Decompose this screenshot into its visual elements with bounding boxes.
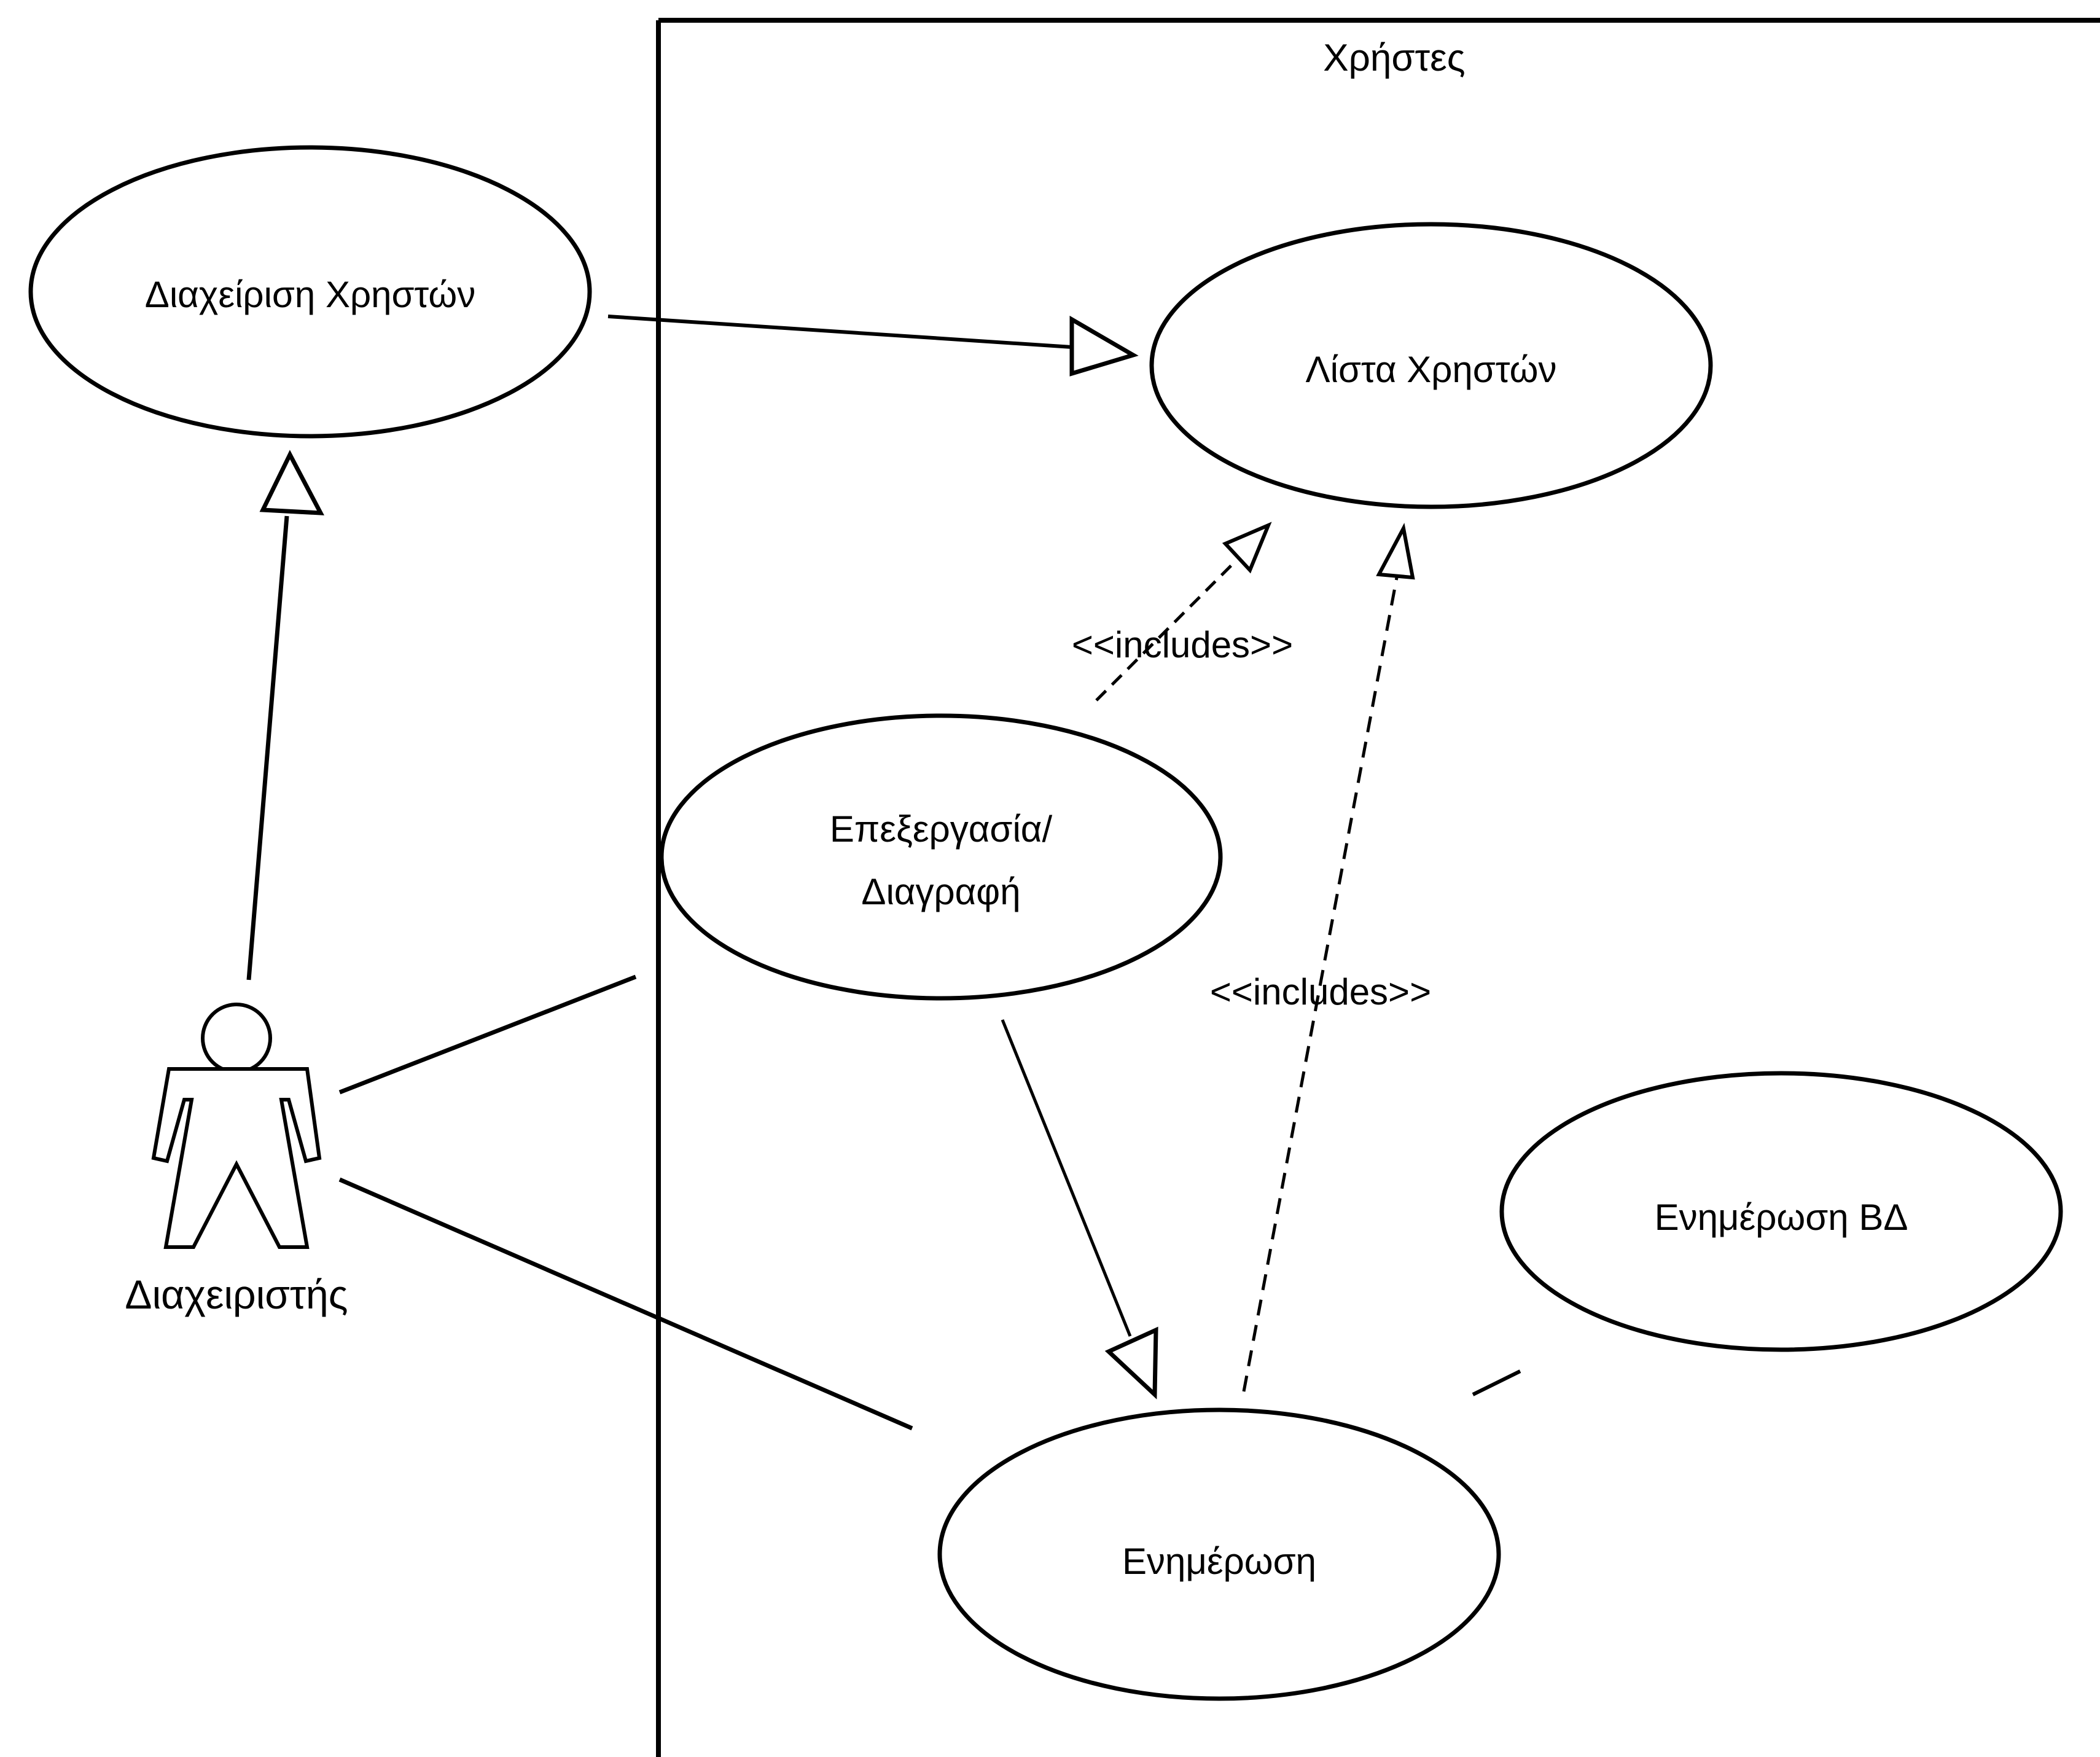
actor-generalization-line xyxy=(246,515,289,980)
usecase-user-list-label: Λίστα Χρηστών xyxy=(1306,349,1557,390)
usecase-manage-users-shape xyxy=(28,145,592,439)
usecase-update-db-shape xyxy=(1499,1071,2063,1352)
stereotype-labels: <<includes>> <<includes>> xyxy=(1072,624,1431,1012)
usecase-update-label: Ενημέρωση xyxy=(1122,1541,1316,1582)
edit-includes-list-arrowhead xyxy=(1222,522,1272,574)
actor-head-icon xyxy=(201,1003,272,1074)
update-includes-list-arrowhead xyxy=(1376,523,1415,580)
edit-includes-list-line xyxy=(1095,561,1236,702)
usecase-edit-delete-shape xyxy=(659,713,1223,1001)
includes-label-1: <<includes>> xyxy=(1072,624,1293,665)
usecase-update-db: Ενημέρωση ΒΔ xyxy=(1499,1071,2063,1352)
usecase-edit-delete-label-line1: Επεξεργασία/ xyxy=(830,808,1053,850)
manage-to-list-arrowhead xyxy=(1069,315,1139,377)
update-includes-list-line xyxy=(1242,574,1399,1392)
actor-generalization-arrowhead xyxy=(259,450,324,515)
actor-name-label: Διαχειριστής xyxy=(125,1272,348,1317)
usecase-user-list-shape xyxy=(1149,222,1713,509)
usecase-edit-delete: Επεξεργασία/ Διαγραφή xyxy=(659,713,1223,1001)
usecase-update-db-label: Ενημέρωση ΒΔ xyxy=(1655,1197,1908,1238)
actor-to-edit-association xyxy=(338,974,637,1095)
system-boundary: Χρήστες xyxy=(656,18,2100,1757)
usecase-manage-users: Διαχείριση Χρηστών xyxy=(28,145,592,439)
edit-to-update-arrowhead xyxy=(1104,1326,1158,1399)
update-db-association-fragment xyxy=(1472,1369,1521,1396)
actor-administrator: Διαχειριστής xyxy=(125,1003,348,1317)
manage-to-list-line xyxy=(607,315,1072,349)
edit-to-update-line xyxy=(1001,1019,1132,1337)
usecase-edit-delete-label-line2: Διαγραφή xyxy=(861,871,1020,912)
relationships xyxy=(246,315,1521,1431)
usecase-update: Ενημέρωση xyxy=(937,1407,1501,1701)
includes-label-2: <<includes>> xyxy=(1210,971,1431,1012)
actor-to-update-association xyxy=(338,1177,913,1431)
usecase-update-shape xyxy=(937,1407,1501,1701)
boundary-label: Χρήστες xyxy=(1323,37,1465,79)
actor-body-icon xyxy=(151,1067,322,1249)
usecase-manage-users-label: Διαχείριση Χρηστών xyxy=(145,274,475,315)
use-cases: Διαχείριση Χρηστών Λίστα Χρηστών Επεξεργ… xyxy=(28,145,2063,1701)
usecase-user-list: Λίστα Χρηστών xyxy=(1149,222,1713,509)
